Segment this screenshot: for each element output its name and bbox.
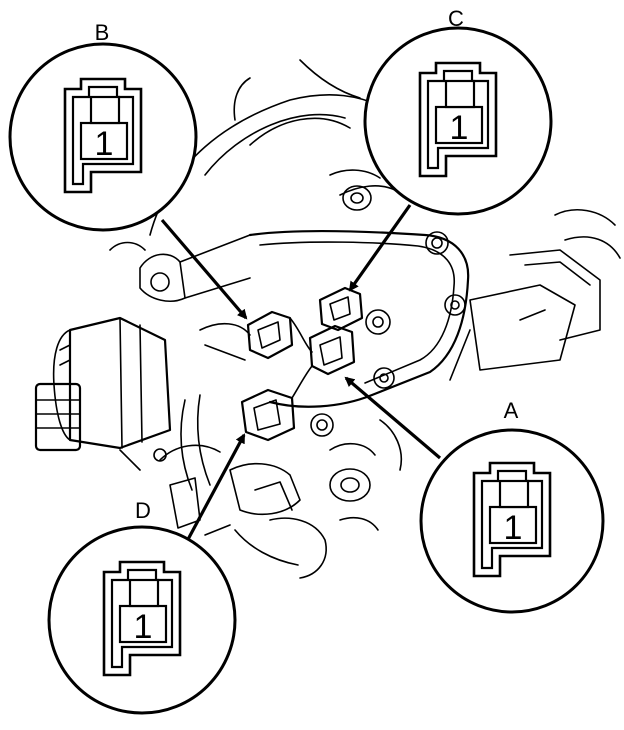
connector-a-installed <box>308 324 356 376</box>
pin-housing <box>79 121 129 161</box>
leader-arrow-b <box>160 218 248 320</box>
callout-label-c: C <box>448 6 464 31</box>
leader-arrow-a <box>344 376 442 460</box>
pin-number: 1 <box>134 608 153 646</box>
connector-b-installed <box>246 310 294 360</box>
connector-c-installed <box>318 286 364 332</box>
pin-number: 1 <box>450 109 469 147</box>
leader-arrow-c <box>348 204 412 292</box>
callout-d: 1 <box>47 525 237 715</box>
leader-arrows <box>160 204 442 546</box>
callout-c: 1 <box>363 26 553 216</box>
engine-illustration <box>34 59 621 579</box>
leader-arrow-d <box>183 433 246 546</box>
callout-a: 1 <box>419 428 605 614</box>
callout-b: 1 <box>8 42 198 232</box>
pin-housing <box>488 505 538 545</box>
callout-label-d: D <box>135 498 151 523</box>
callout-label-b: B <box>95 20 110 45</box>
pin-housing <box>434 105 484 145</box>
callout-label-a: A <box>504 398 519 423</box>
pin-number: 1 <box>504 509 523 547</box>
connector-d-installed <box>240 388 296 442</box>
pin-number: 1 <box>95 125 114 163</box>
